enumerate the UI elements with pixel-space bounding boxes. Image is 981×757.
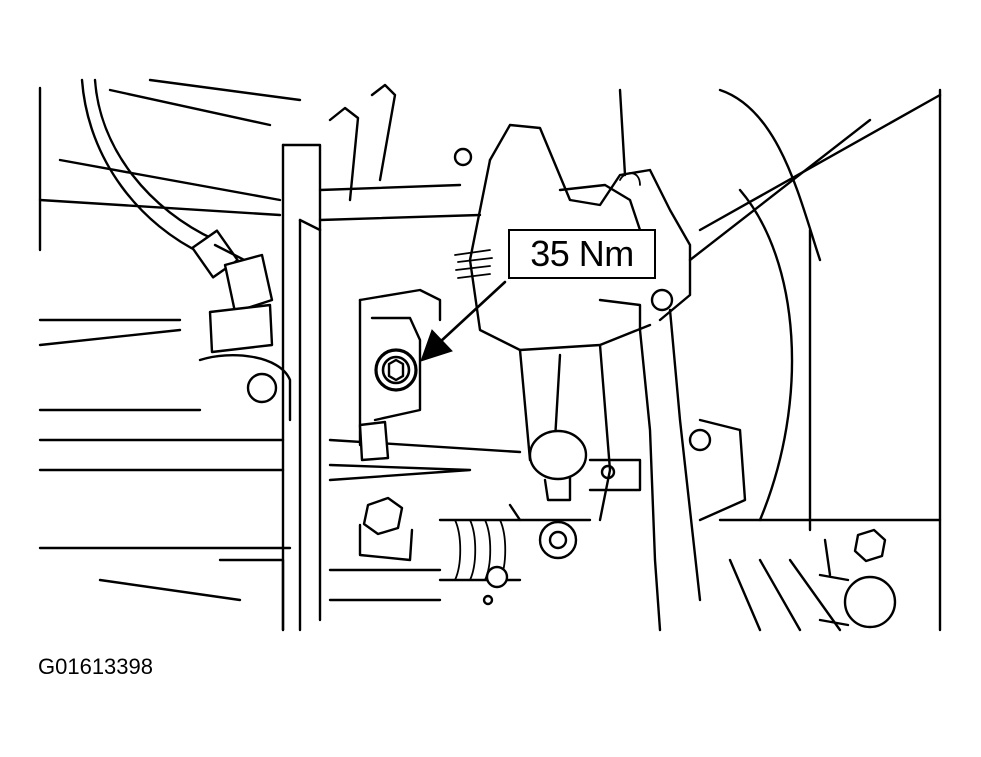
- mount-body: [468, 123, 702, 632]
- callout-arrow: [420, 280, 507, 362]
- bolt-lower-right: [818, 528, 897, 629]
- bracket-vertical: [281, 143, 322, 632]
- spring: [454, 249, 493, 279]
- mount-bolt: [374, 348, 418, 392]
- bolt-lower-left: [328, 496, 442, 602]
- torque-callout-label: 35 Nm: [508, 229, 656, 279]
- structure-left: [38, 78, 302, 632]
- hole-top: [453, 147, 473, 167]
- hose: [80, 78, 262, 279]
- forks: [318, 83, 482, 222]
- bellows: [438, 518, 522, 606]
- structure-right: [618, 88, 942, 632]
- bracket-center: [328, 288, 522, 482]
- frame-edges: [38, 86, 942, 632]
- shift-linkage: [508, 429, 642, 560]
- fitting-left: [198, 253, 292, 422]
- figure-code: G01613398: [38, 654, 153, 679]
